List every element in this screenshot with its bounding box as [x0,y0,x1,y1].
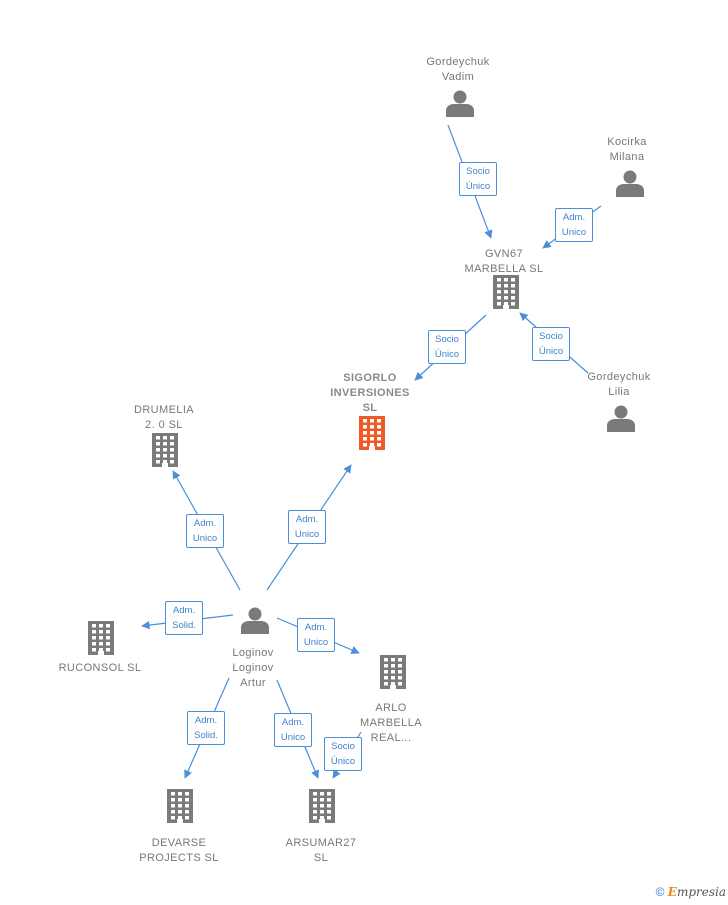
relation-label-line: Unico [561,227,587,238]
node-label-line: Loginov [232,647,274,659]
person-icon[interactable] [607,405,635,433]
relation-label[interactable]: Adm. Solid. [165,601,203,635]
building-icon[interactable] [309,789,335,823]
node-label-drumelia[interactable]: DRUMELIA 2. 0 SL [134,403,194,433]
relation-label-line: Solid. [172,620,196,631]
node-label-line: Artur [240,677,266,689]
relation-label-line: Único [434,349,460,360]
relation-label-line: Único [538,346,564,357]
person-icon[interactable] [241,607,269,635]
relation-label-line: Unico [303,637,329,648]
node-label-line: INVERSIONES [330,387,410,399]
relation-label-line: Socio [331,741,355,752]
node-label-ruconsol[interactable]: RUCONSOL SL [59,661,142,676]
node-label-line: GVN67 [484,248,524,260]
relation-label-line: Único [465,181,491,192]
building-icon[interactable] [152,433,178,467]
relation-label-line: Adm. [194,715,218,726]
node-label-line: Vadim [441,71,475,83]
relation-label[interactable]: Adm. Solid. [187,711,225,745]
node-label-line: Loginov [232,662,274,674]
relation-label-line: Adm. [304,622,328,633]
relation-label[interactable]: Adm. Unico [274,713,312,747]
relation-label[interactable]: Adm. Unico [297,618,335,652]
relation-label[interactable]: Adm. Unico [555,208,593,242]
relation-label[interactable]: Adm. Unico [288,510,326,544]
node-label-line: SL [362,402,378,414]
building-icon[interactable] [380,655,406,689]
copyright-credit: © Empresia [656,885,726,899]
node-label-line: DEVARSE [151,837,207,849]
relation-label-line: Adm. [172,605,196,616]
node-label-line: SL [313,852,329,864]
relation-label-line: Único [330,756,356,767]
relation-label-line: Adm. [281,717,305,728]
relation-label[interactable]: Adm. Unico [186,514,224,548]
node-label-line: Kocirka [607,136,647,148]
relation-label-line: Adm. [193,518,217,529]
building-icon[interactable] [359,416,385,450]
node-label-sigorlo[interactable]: SIGORLO INVERSIONES SL [330,371,410,416]
node-label-line: MARBELLA SL [464,263,544,275]
relation-label-line: Unico [192,533,218,544]
copyright-icon: © [655,885,665,899]
node-label-line: Gordeychuk [587,371,651,383]
building-icon[interactable] [493,275,519,309]
relation-label-line: Unico [294,529,320,540]
node-label-line: MARBELLA [360,717,422,729]
relation-label-line: Socio [539,331,563,342]
building-icon[interactable] [167,789,193,823]
node-label-line: DRUMELIA [133,404,195,416]
node-label-line: 2. 0 SL [145,419,183,431]
node-label-line: Milana [609,151,645,163]
person-icon[interactable] [446,90,474,118]
relation-label-line: Solid. [194,730,218,741]
node-label-arlo[interactable]: ARLO MARBELLA REAL... [360,701,422,746]
node-label-line: PROJECTS SL [139,852,219,864]
node-label-devarse[interactable]: DEVARSE PROJECTS SL [139,836,219,866]
relation-label-line: Socio [466,166,490,177]
brand-logo-initial: E [667,885,677,899]
relation-label-line: Socio [435,334,459,345]
building-icon[interactable] [88,621,114,655]
node-label-line: REAL... [370,732,412,744]
node-label-line: Gordeychuk [426,56,490,68]
brand-logo-text: mpresia [676,885,726,899]
relation-label-line: Adm. [562,212,586,223]
node-label-line: SIGORLO [343,372,397,384]
relation-label-line: Unico [280,732,306,743]
node-label-line: RUCONSOL SL [58,662,142,674]
relation-label-line: Adm. [295,514,319,525]
node-label-line: Lilia [608,386,630,398]
node-label-line: ARLO [375,702,407,714]
person-icon[interactable] [616,170,644,198]
node-label-line: ARSUMAR27 [285,837,357,849]
